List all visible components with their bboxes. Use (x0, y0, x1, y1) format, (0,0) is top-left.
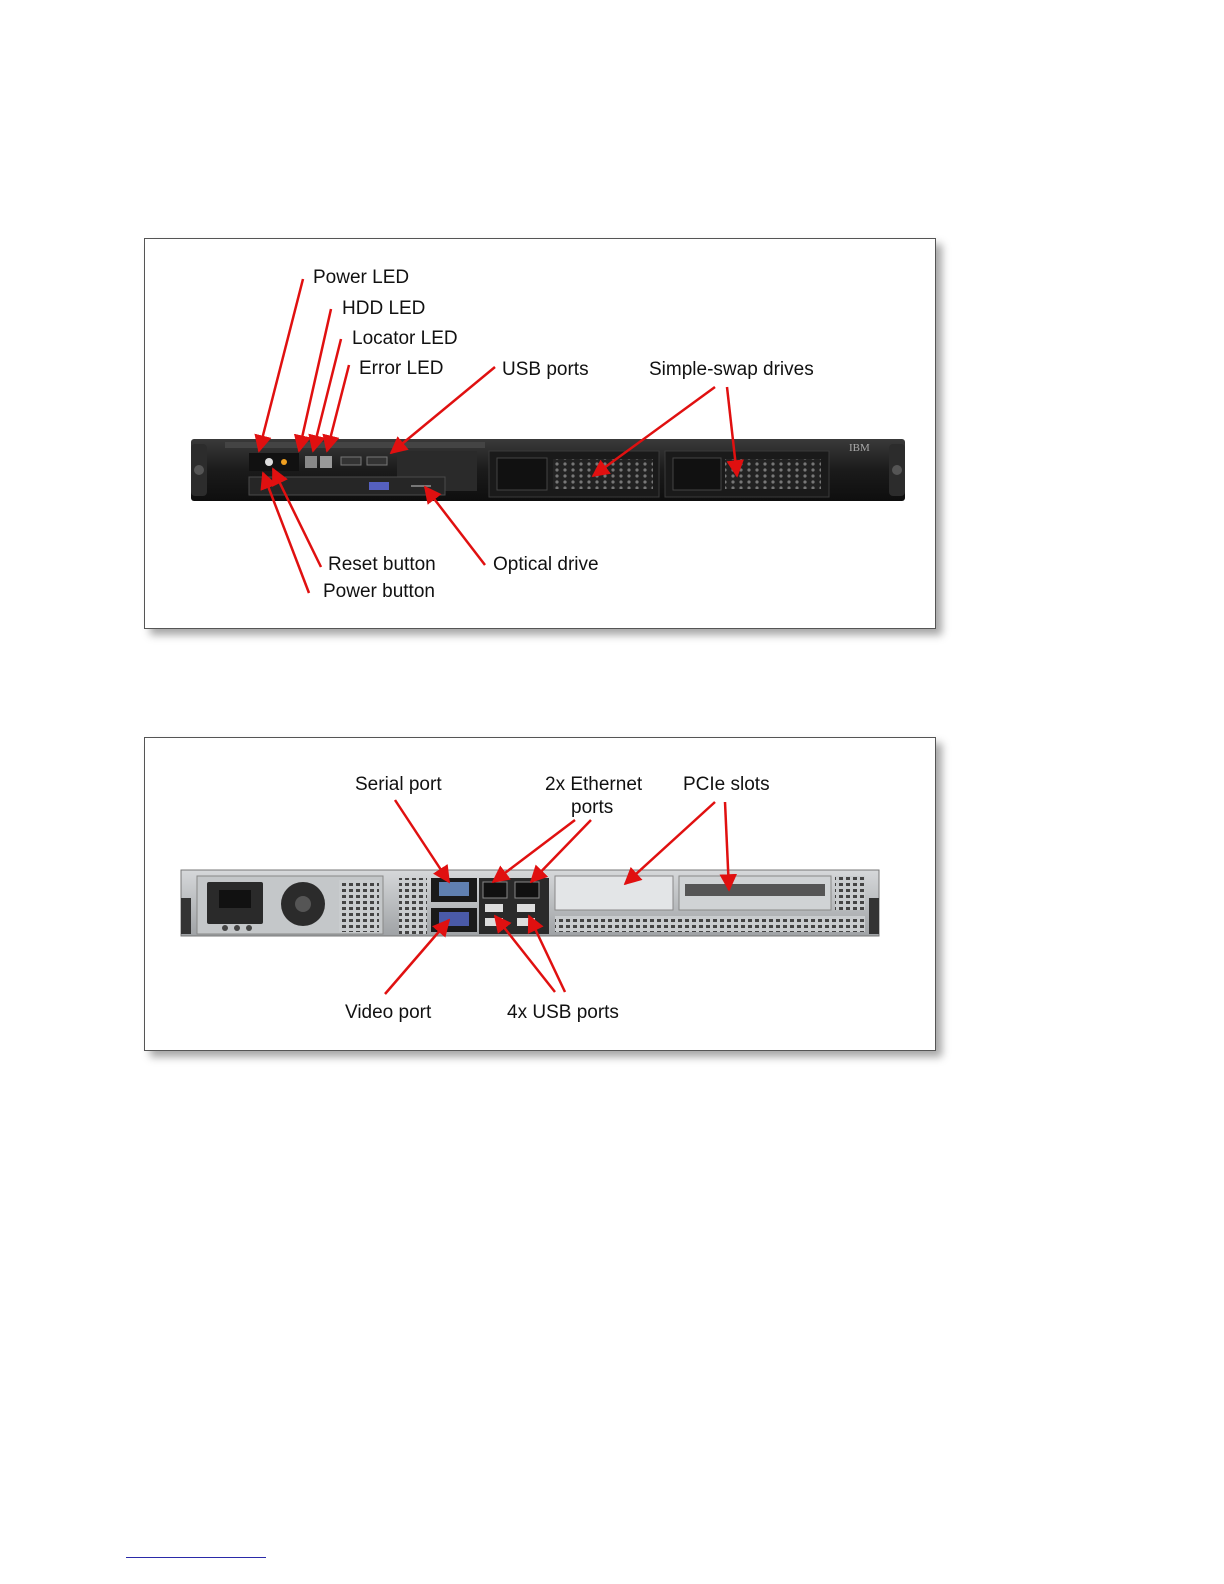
ethernet-ports-label-line2: ports (571, 797, 613, 818)
rear-view-illustration: Serial port 2x Ethernet ports PCIe slots… (145, 738, 935, 1050)
usb-rear-1 (485, 904, 503, 912)
control-panel (249, 453, 299, 471)
pcie-slots-label: PCIe slots (683, 774, 770, 795)
power-button-label: Power button (323, 581, 435, 602)
power-led-arrow (259, 279, 303, 451)
front-view-figure: IBM Power LED HDD LED Locator LED Error … (144, 238, 936, 629)
rear-view-figure: Serial port 2x Ethernet ports PCIe slots… (144, 737, 936, 1051)
serial-port-label: Serial port (355, 774, 442, 795)
locator-led-arrow (313, 339, 341, 451)
ethernet-port-2 (515, 882, 539, 898)
usb-port-2 (367, 457, 387, 465)
usb-rear-2 (517, 904, 535, 912)
ethernet-ports-label-line1: 2x Ethernet (545, 774, 643, 795)
hdd-led-label: HDD LED (342, 298, 425, 319)
locator-led (305, 456, 317, 468)
usb-port-1 (341, 457, 361, 465)
front-view-illustration: IBM Power LED HDD LED Locator LED Error … (145, 239, 935, 628)
error-led (320, 456, 332, 468)
reset-button (281, 459, 287, 465)
error-led-label: Error LED (359, 358, 443, 379)
serial-port (439, 882, 469, 896)
usb-ports-label: USB ports (502, 359, 589, 380)
video-port-label: Video port (345, 1002, 432, 1023)
footnote-separator (126, 1557, 266, 1558)
video-port (439, 912, 469, 926)
hdd-led-arrow (299, 309, 331, 451)
power-led-label: Power LED (313, 267, 409, 288)
usb-ports-rear-label: 4x USB ports (507, 1002, 619, 1023)
optical-drive-label: Optical drive (493, 554, 599, 575)
server-front-chassis: IBM (191, 439, 905, 501)
server-rear-chassis (181, 870, 879, 936)
pcie-slot-1 (555, 876, 673, 910)
ethernet-port-1 (483, 882, 507, 898)
power-button (265, 458, 273, 466)
reset-button-label: Reset button (328, 554, 436, 575)
locator-led-label: Locator LED (352, 328, 458, 349)
simple-swap-drives-label: Simple-swap drives (649, 359, 814, 380)
ibm-logo: IBM (849, 442, 870, 454)
